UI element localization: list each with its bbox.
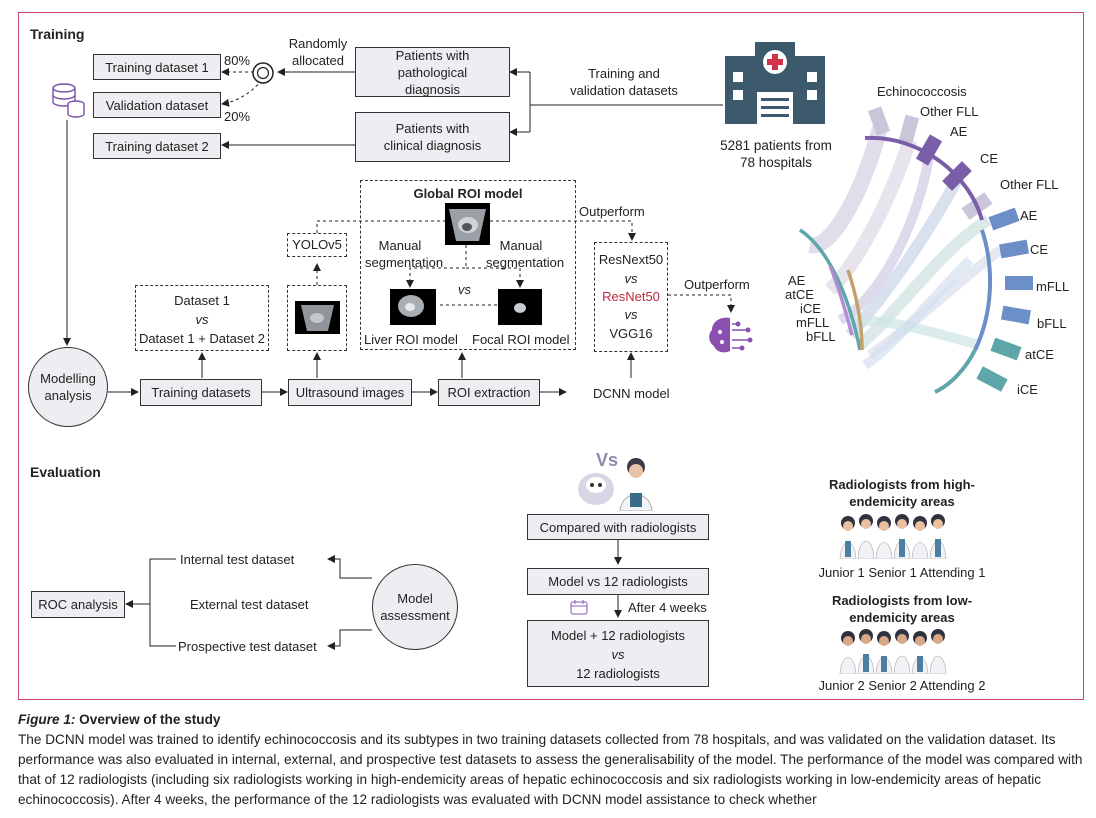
ultrasound-sample-image [295,301,340,334]
high-endemicity-radiologists-icon [839,514,947,559]
caption-title: Figure 1: Overview of the study [18,710,1084,730]
low-endemicity-radiologists-icon [839,629,947,674]
ultrasound-focal-image [498,289,542,325]
internal-test-label: Internal test dataset [180,552,295,567]
ae-top-label: AE [950,124,968,139]
focal-roi-label: Focal ROI model [472,332,570,347]
resnet-label: ResNet50 [602,289,660,304]
model-plus-12-box [527,620,709,687]
model-assessment-circle: Model assessment [372,564,458,650]
split-ring-icon [252,62,274,84]
outperform-top-label: Outperform [579,204,645,219]
left-label-atce: atCE [785,287,814,302]
evaluation-heading: Evaluation [30,464,101,480]
ultrasound-images-box: Ultrasound images [288,379,412,406]
high-roles-label: Junior 1 Senior 1 Attending 1 [818,565,986,580]
model-plus-12-vs: vs [611,647,625,662]
robot-vs-doctor-icon [578,458,653,511]
liver-roi-label: Liver ROI model [364,332,458,347]
atce-right-label: atCE [1025,347,1054,362]
training-heading: Training [30,26,85,42]
subtype-hierarchy-diagram [799,106,1033,394]
dataset-compare-vs: vs [195,312,209,327]
global-roi-title: Global ROI model [413,186,523,201]
pct-80-label: 80% [224,53,251,68]
roi-extraction-box: ROI extraction [438,379,540,406]
caption-figure-label: Figure 1: [18,712,76,727]
model-plus-12-line1: Model + 12 radiologists [550,628,686,643]
patients-clinical-box: Patients with clinical diagnosis [355,112,510,162]
left-label-bfll: bFLL [806,329,836,344]
ultrasound-liver-image [390,289,436,325]
echinococcosis-label: Echinococcosis [877,84,967,99]
hospital-icon [725,42,825,124]
low-endemicity-title: Radiologists from low-endemicity areas [831,593,973,625]
dcnn-model-label: DCNN model [593,386,670,401]
yolo-box: YOLOv5 [287,233,347,257]
high-endemicity-title: Radiologists from high-endemicity areas [829,477,975,509]
left-label-ae: AE [788,273,806,288]
bfll-right-label: bFLL [1037,316,1067,331]
ae-right-label: AE [1020,208,1038,223]
after-4-weeks-label: After 4 weeks [628,600,707,615]
patients-pathological-box: Patients with pathological diagnosis [355,47,510,97]
caption-text: The DCNN model was trained to identify e… [18,732,1083,807]
ultrasound-sample-group [287,285,347,351]
dataset-compare-line2: Dataset 1 + Dataset 2 [138,331,266,346]
figure-caption: Figure 1: Overview of the study The DCNN… [18,710,1084,810]
global-roi-group [360,180,576,350]
brain-circuit-icon [709,317,753,353]
low-roles-label: Junior 2 Senior 2 Attending 2 [818,678,986,693]
training-datasets-box: Training datasets [140,379,262,406]
ce-right-label: CE [1030,242,1049,257]
figure-frame [18,12,1084,700]
patients-count-label: 5281 patients from 78 hospitals [720,138,832,170]
training-validation-label: Training and validation datasets [570,66,678,98]
resnext-label: ResNext50 [598,252,664,267]
pct-20-label: 20% [224,109,251,124]
vs-2-label: vs [624,307,638,322]
model-plus-12-line2: 12 radiologists [576,666,660,681]
compared-with-radiologists-box: Compared with radiologists [527,514,709,540]
vs-icon-label: Vs [596,450,619,470]
dataset-compare-line1: Dataset 1 [174,293,230,308]
training-dataset-1-box: Training dataset 1 [93,54,221,80]
other-fll-mid-label: Other FLL [1000,177,1059,192]
other-fll-top-label: Other FLL [920,104,979,119]
ice-right-label: iCE [1017,382,1038,397]
vs-1-label: vs [624,271,638,286]
dcnn-candidates-group [594,242,668,352]
external-test-label: External test dataset [190,597,309,612]
database-icon [52,83,85,118]
left-label-ice: iCE [800,301,821,316]
training-dataset-2-box: Training dataset 2 [93,133,221,159]
vgg-label: VGG16 [609,326,653,341]
manual-segmentation-left: Manual segmentation [365,238,444,270]
roc-analysis-box: ROC analysis [31,591,125,618]
caption-figure-title: Overview of the study [75,712,221,727]
ce-top-label: CE [980,151,999,166]
left-label-mfll: mFLL [796,315,830,330]
modelling-analysis-circle: Modelling analysis [28,347,108,427]
calendar-icon [570,600,588,615]
validation-dataset-box: Validation dataset [93,92,221,118]
outperform-right-label: Outperform [684,277,750,292]
prospective-test-label: Prospective test dataset [178,639,317,654]
dataset-compare-group [135,285,269,351]
roi-vs-label: vs [458,282,471,297]
randomly-allocated-label: Randomly allocated [288,36,348,68]
mfll-right-label: mFLL [1036,279,1070,294]
manual-segmentation-right: Manual segmentation [486,238,565,270]
ultrasound-global-image [445,203,490,245]
model-vs-12-box: Model vs 12 radiologists [527,568,709,595]
